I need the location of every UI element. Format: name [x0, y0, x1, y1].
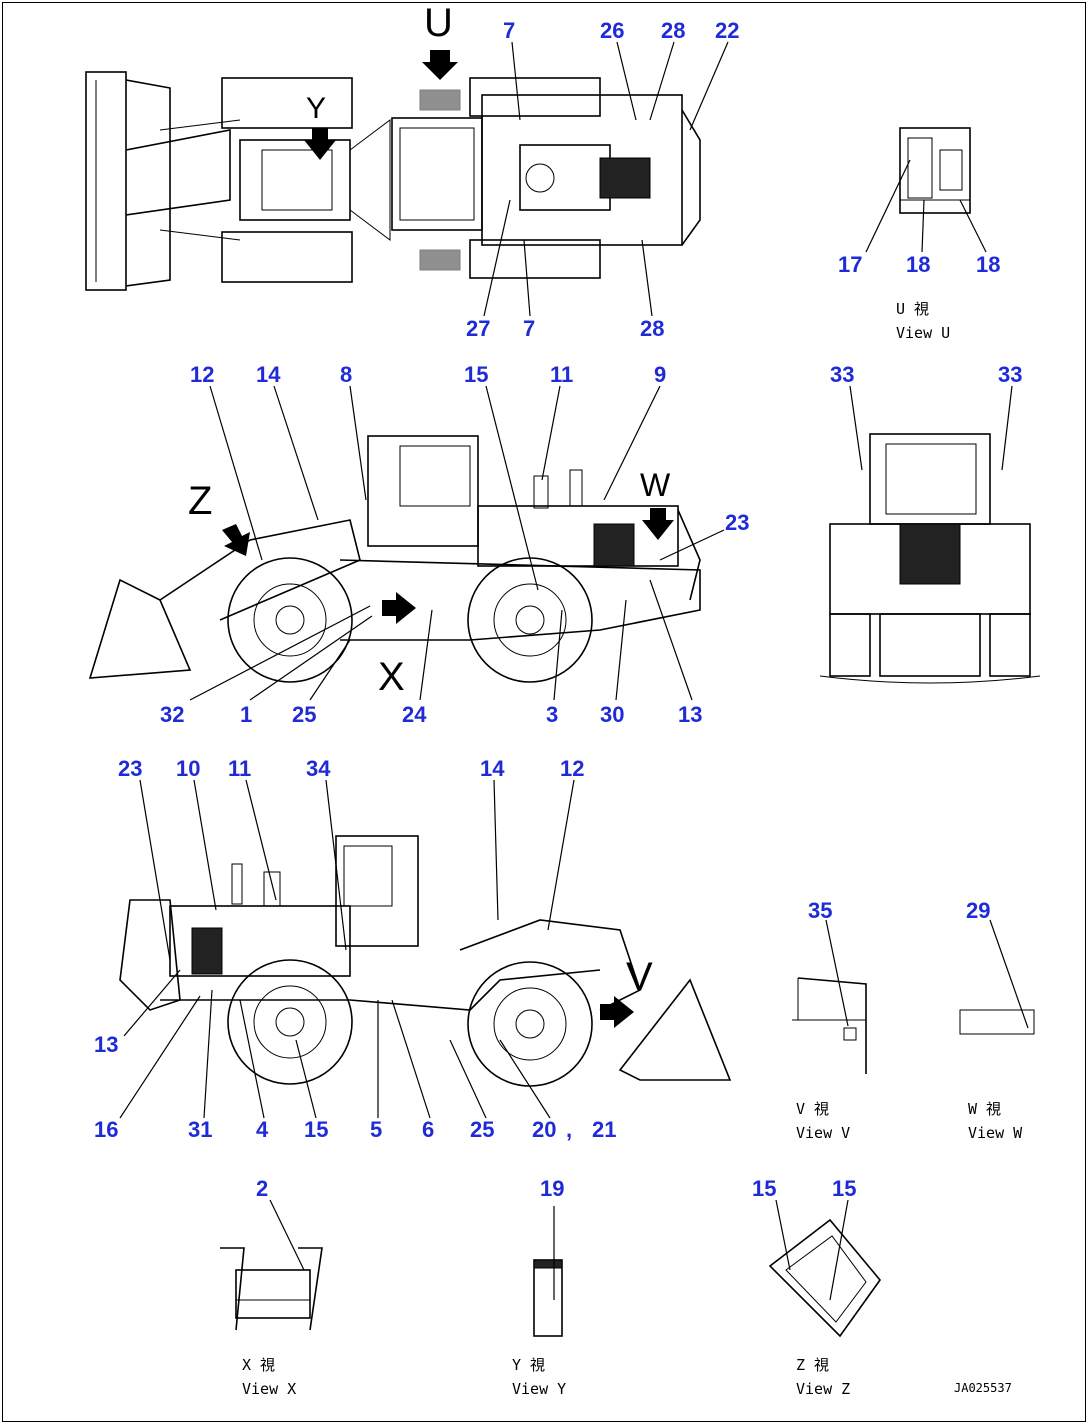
arrow-letter-y: Y: [306, 92, 326, 125]
view-x-kanji: X 視: [242, 1356, 275, 1374]
view-y-arrow: [304, 128, 336, 160]
callout-right-31: 31: [188, 1117, 212, 1142]
callout-y-19: 19: [540, 1176, 564, 1201]
view-y-label: View Y: [512, 1380, 566, 1398]
callout-left-1: 1: [240, 702, 252, 727]
callout-right-34: 34: [306, 756, 331, 781]
callout-right-25: 25: [470, 1117, 494, 1142]
view-w-arrow: [642, 508, 674, 540]
view-y-kanji: Y 視: [512, 1356, 545, 1374]
view-v-kanji: V 視: [796, 1100, 829, 1118]
callout-right-comma: ,: [566, 1117, 572, 1142]
callout-top-28b: 28: [640, 316, 664, 341]
callout-top-7b: 7: [523, 316, 535, 341]
callout-left-8: 8: [340, 362, 352, 387]
arrow-letter-u: U: [424, 1, 453, 45]
callout-right-16: 16: [94, 1117, 118, 1142]
left-side-machine: [88, 435, 701, 683]
callout-right-5: 5: [370, 1117, 382, 1142]
arrow-letter-x: X: [378, 655, 405, 699]
callout-left-25: 25: [292, 702, 316, 727]
callout-left-3: 3: [546, 702, 558, 727]
callout-left-24: 24: [402, 702, 427, 727]
arrow-letter-v: V: [626, 955, 653, 999]
document-id: JA025537: [954, 1381, 1012, 1395]
callout-right-20: 20: [532, 1117, 556, 1142]
callout-right-10: 10: [176, 756, 200, 781]
callout-u-18b: 18: [976, 252, 1000, 277]
callout-top-7a: 7: [503, 18, 515, 43]
view-x-detail: [220, 1199, 323, 1331]
callout-top-26: 26: [600, 18, 624, 43]
view-z-arrow: [222, 524, 250, 556]
callout-right-21: 21: [592, 1117, 616, 1142]
top-view-machine: [85, 71, 701, 291]
right-side-leaders: [119, 779, 575, 1119]
view-z-label: View Z: [796, 1380, 850, 1398]
view-z-detail: [768, 1199, 882, 1338]
view-x-arrow: [382, 592, 416, 624]
view-x-label: View X: [242, 1380, 296, 1398]
callout-left-23: 23: [725, 510, 749, 535]
callout-w-29: 29: [966, 898, 990, 923]
callout-left-14: 14: [256, 362, 281, 387]
arrow-letter-z: Z: [188, 479, 212, 523]
view-u-arrow: [422, 50, 458, 80]
callout-left-11: 11: [550, 362, 573, 387]
callout-top-27: 27: [466, 316, 490, 341]
view-v-arrow: [600, 996, 634, 1028]
callout-z-15b: 15: [832, 1176, 856, 1201]
callout-left-32: 32: [160, 702, 184, 727]
callout-right-11: 11: [228, 756, 251, 781]
callout-right-6: 6: [422, 1117, 434, 1142]
callout-right-15: 15: [304, 1117, 328, 1142]
callout-left-9: 9: [654, 362, 666, 387]
callout-left-12: 12: [190, 362, 214, 387]
callout-right-13: 13: [94, 1032, 118, 1057]
callout-u-17: 17: [838, 252, 862, 277]
view-u-kanji: U 視: [896, 300, 929, 318]
view-u-detail: [865, 127, 987, 253]
view-y-detail: [533, 1206, 563, 1337]
view-v-detail: [792, 919, 867, 1074]
callout-v-35: 35: [808, 898, 832, 923]
callout-rear-33b: 33: [998, 362, 1022, 387]
callout-right-14: 14: [480, 756, 505, 781]
callout-right-23: 23: [118, 756, 142, 781]
view-u-label: View U: [896, 324, 950, 342]
callout-left-13: 13: [678, 702, 702, 727]
arrow-letter-w: W: [640, 467, 671, 503]
left-side-leaders: [189, 385, 725, 701]
view-w-detail: [959, 919, 1035, 1035]
callout-rear-33a: 33: [830, 362, 854, 387]
callout-z-15a: 15: [752, 1176, 776, 1201]
right-side-machine: [119, 835, 732, 1087]
top-leaders: [483, 41, 729, 317]
callout-left-30: 30: [600, 702, 624, 727]
callout-right-4: 4: [256, 1117, 269, 1142]
callout-x-2: 2: [256, 1176, 268, 1201]
callout-right-12: 12: [560, 756, 584, 781]
callout-top-28a: 28: [661, 18, 685, 43]
view-w-kanji: W 視: [968, 1100, 1001, 1118]
callout-top-22: 22: [715, 18, 739, 43]
callout-u-18a: 18: [906, 252, 930, 277]
view-w-label: View W: [968, 1124, 1023, 1142]
view-v-label: View V: [796, 1124, 850, 1142]
view-z-kanji: Z 視: [796, 1356, 829, 1374]
callout-left-15: 15: [464, 362, 488, 387]
rear-view-machine: [819, 385, 1041, 684]
